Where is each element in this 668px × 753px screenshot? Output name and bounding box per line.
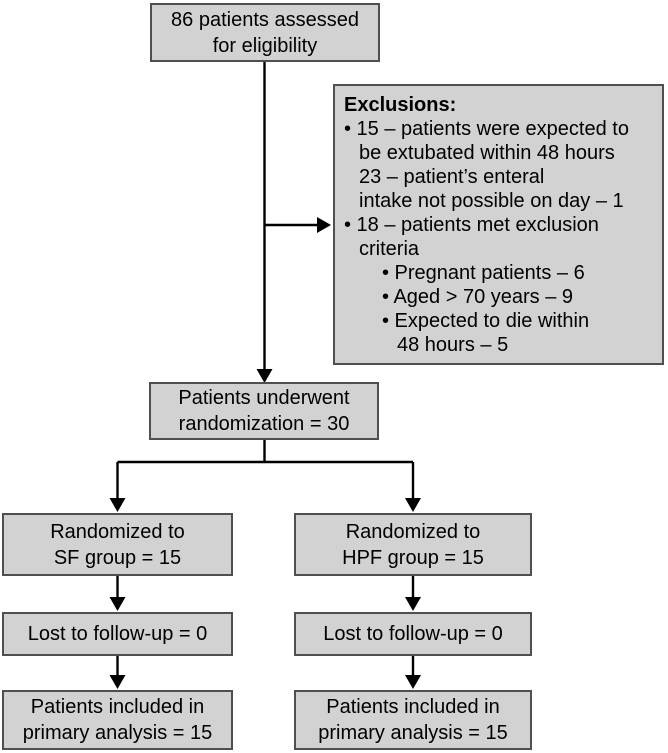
box-text-line: primary analysis = 15 <box>318 722 508 744</box>
exclusion-item: be extubated within 48 hours <box>359 142 615 164</box>
exclusion-subitem: 48 hours – 5 <box>397 334 509 356</box>
arrowhead-exclusions <box>317 217 331 233</box>
box-text-line: Patients included in <box>326 696 500 718</box>
arrowhead-primary-sf <box>109 675 126 689</box>
randomization-box: Patients underwent randomization = 30 <box>149 382 379 440</box>
box-text-line: HPF group = 15 <box>342 546 484 569</box>
arrowhead-lost-sf <box>109 597 126 611</box>
box-text-line: Patients included in <box>30 696 205 718</box>
exclusion-item: 23 – patient’s enteral <box>359 166 545 188</box>
exclusion-subitem: • Pregnant patients – 6 <box>382 262 585 284</box>
box-text-line: Patients underwent <box>178 387 350 409</box>
arrow-randomization-split <box>116 440 415 499</box>
exclusion-subitem: • Expected to die within <box>382 310 590 332</box>
exclusions-box: Exclusions: • 15 – patients were expecte… <box>333 84 664 365</box>
arrowhead-primary-hpf <box>405 675 421 689</box>
box-text-line: for eligibility <box>212 34 318 57</box>
arrowhead-lost-hpf <box>405 597 421 611</box>
lost-followup-hpf-box: Lost to follow-up = 0 <box>294 612 532 656</box>
arrowhead-randomization <box>256 369 273 383</box>
box-text-line: Lost to follow-up = 0 <box>323 623 503 645</box>
box-text-line: Randomized to <box>50 520 185 543</box>
box-text-line: randomization = 30 <box>178 413 350 435</box>
exclusion-subitem: • Aged > 70 years – 9 <box>382 286 574 308</box>
box-text-line: 86 patients assessed <box>171 8 359 31</box>
exclusions-title: Exclusions: <box>344 94 457 116</box>
exclusion-item: • 18 – patients met exclusion <box>344 214 599 236</box>
box-text-line: SF group = 15 <box>53 546 182 569</box>
lost-followup-sf-box: Lost to follow-up = 0 <box>2 612 233 656</box>
primary-analysis-hpf-box: Patients included in primary analysis = … <box>294 690 532 750</box>
exclusion-item: intake not possible on day – 1 <box>359 190 624 212</box>
arrowhead-sf-group <box>109 498 126 512</box>
box-text-line: Lost to follow-up = 0 <box>27 623 208 645</box>
sf-group-box: Randomized to SF group = 15 <box>2 513 233 576</box>
primary-analysis-sf-box: Patients included in primary analysis = … <box>2 690 233 750</box>
exclusion-item: • 15 – patients were expected to <box>344 118 629 140</box>
exclusion-item: criteria <box>359 238 420 260</box>
arrowhead-hpf-group <box>405 498 421 512</box>
box-text-line: Randomized to <box>345 520 481 543</box>
hpf-group-box: Randomized to HPF group = 15 <box>294 513 532 576</box>
box-text-line: primary analysis = 15 <box>22 722 213 744</box>
assessed-eligibility-box: 86 patients assessed for eligibility <box>150 3 380 62</box>
